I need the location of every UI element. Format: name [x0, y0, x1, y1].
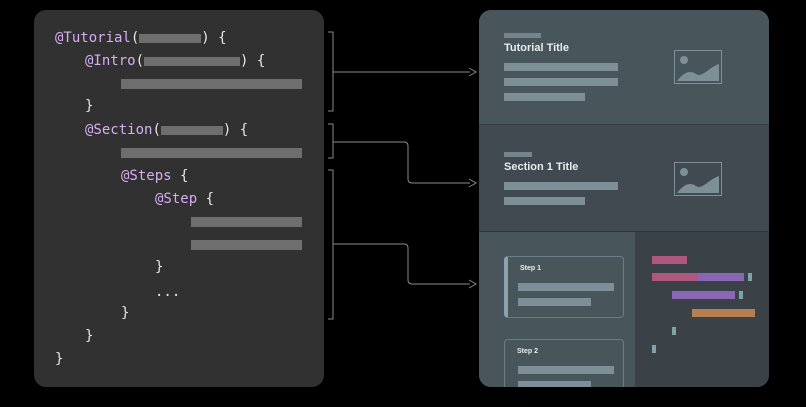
section-bracket-connector: [328, 123, 334, 159]
section-argument-placeholder: [160, 125, 223, 135]
step-card-2[interactable]: Step 2: [504, 339, 624, 387]
step-code-preview: [636, 232, 769, 387]
steps-bracket-connector: [328, 169, 334, 320]
intro-open-paren: (: [135, 53, 145, 69]
step-directive-line: @Step {: [155, 188, 214, 210]
tutorial-title: Tutorial Title: [504, 42, 569, 54]
steps-arrow-head: [468, 279, 478, 289]
steps-close-brace: }: [121, 305, 130, 321]
intro-preview-section: Tutorial Title: [479, 10, 769, 124]
intro-eyebrow-bar: [504, 33, 541, 38]
step-open-brace: {: [197, 191, 215, 207]
intro-text-line-1: [504, 63, 618, 71]
intro-text-line-2: [504, 78, 618, 86]
steps-arrow-connector: [333, 243, 470, 285]
intro-content-placeholder: [121, 79, 302, 89]
section-title: Section 1 Title: [504, 161, 579, 173]
code-bar-teal-2: [739, 291, 743, 299]
step-card-2-text-line-1: [518, 366, 614, 374]
step-content-placeholder-1: [191, 217, 302, 227]
steps-list: Step 1 Step 2: [479, 232, 635, 387]
step-close-brace: }: [155, 259, 164, 275]
intro-close-paren: ) {: [240, 53, 266, 69]
section-eyebrow-bar: [504, 152, 532, 157]
steps-ellipsis: ...: [155, 284, 181, 300]
intro-keyword: @Intro: [85, 53, 136, 69]
intro-argument-placeholder: [144, 56, 241, 66]
tutorial-preview-panel: Tutorial Title Section 1 Title Step 1: [479, 10, 769, 387]
step-card-1[interactable]: Step 1: [504, 256, 624, 318]
steps-preview-section: Step 1 Step 2: [479, 231, 769, 387]
step-card-2-text-line-2: [518, 381, 591, 387]
steps-directive-line: @Steps {: [121, 165, 188, 187]
section-arrow-head: [468, 178, 478, 188]
step-card-2-label: Step 2: [517, 348, 539, 355]
code-panel: @Tutorial() { @Intro() { } @Section() { …: [34, 10, 324, 387]
steps-keyword: @Steps: [121, 168, 172, 184]
tutorial-keyword: @Tutorial: [55, 30, 131, 46]
step-card-1-label: Step 1: [520, 265, 542, 272]
code-bar-purple-1: [698, 273, 744, 281]
intro-directive-line: @Intro( ) {: [85, 50, 265, 72]
step-card-1-text-line-1: [518, 283, 614, 291]
intro-arrow-head: [468, 67, 478, 77]
section-content-placeholder: [121, 148, 302, 158]
step-card-1-text-line-2: [518, 298, 591, 306]
intro-close-brace: }: [85, 98, 94, 114]
image-icon: [674, 162, 722, 196]
tutorial-close-brace: }: [55, 351, 64, 367]
section-preview-section: Section 1 Title: [479, 124, 769, 232]
code-bar-pink-2: [652, 273, 698, 281]
code-bar-pink-1: [652, 256, 687, 264]
section-close-brace: }: [85, 328, 94, 344]
tutorial-open-paren: (: [130, 30, 140, 46]
section-keyword: @Section: [85, 122, 153, 138]
section-directive-line: @Section( ) {: [85, 119, 248, 141]
tutorial-close-paren: ) {: [201, 30, 227, 46]
intro-bracket-connector: [328, 31, 334, 112]
section-close-paren: ) {: [222, 122, 249, 138]
code-bar-purple-2: [672, 291, 735, 299]
tutorial-argument-placeholder: [139, 33, 202, 43]
tutorial-directive-line: @Tutorial( ) {: [55, 27, 227, 49]
code-bar-teal-1: [748, 273, 752, 281]
intro-text-line-3: [504, 93, 585, 101]
code-bar-teal-3: [672, 327, 676, 335]
code-bar-teal-4: [652, 345, 656, 353]
step-content-placeholder-2: [191, 240, 302, 250]
image-icon: [674, 50, 722, 84]
steps-open-brace: {: [171, 168, 189, 184]
section-arrow-connector: [333, 141, 470, 184]
step-keyword: @Step: [155, 191, 198, 207]
section-text-line-1: [504, 182, 618, 190]
code-bar-orange: [692, 309, 755, 317]
section-text-line-2: [504, 197, 585, 205]
section-open-paren: (: [152, 122, 161, 138]
